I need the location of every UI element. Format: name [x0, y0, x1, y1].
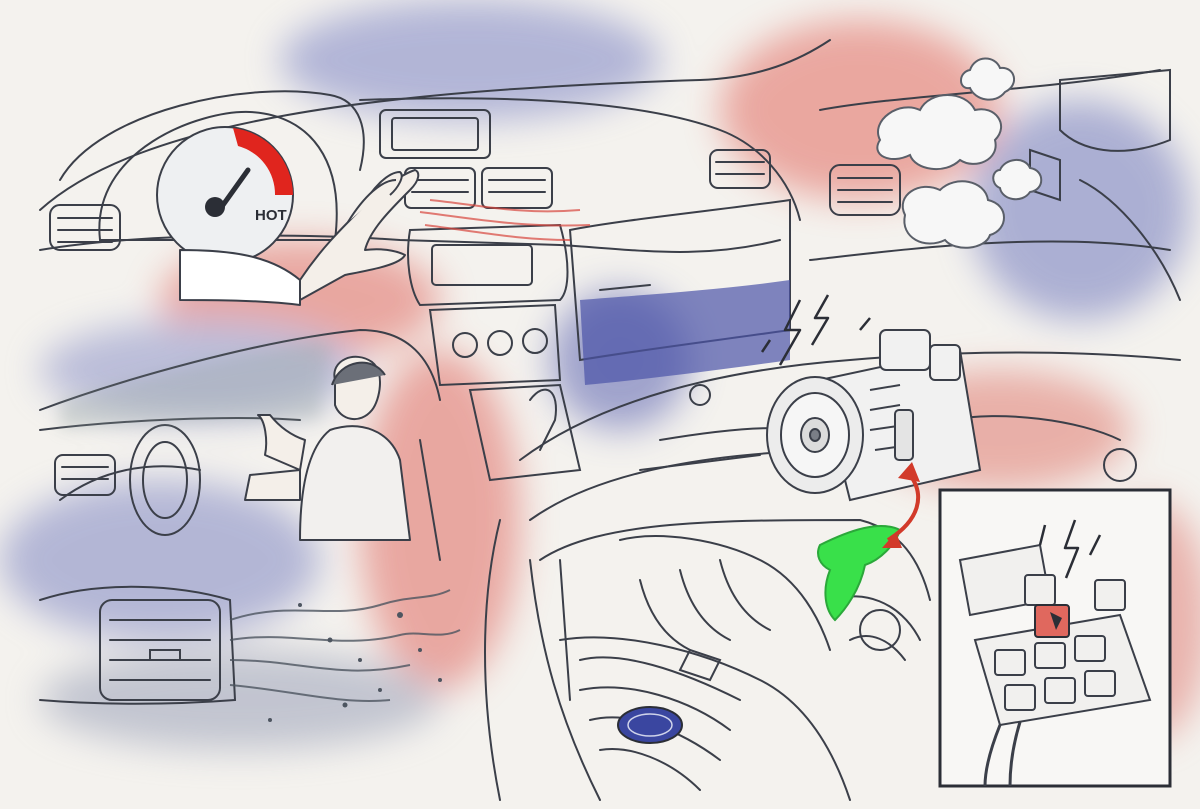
double-arrow-icon: [882, 462, 920, 548]
driver-person: [244, 355, 411, 541]
relay-inset: [938, 488, 1172, 788]
temperature-gauge-icon: HOT: [156, 126, 294, 264]
window-frost: [60, 340, 330, 430]
air-vent-icon: [39, 585, 237, 705]
dust-particles: [268, 603, 442, 722]
grille-badge: [617, 706, 683, 744]
car-interior-driver: [39, 328, 441, 561]
fuse-box: [958, 543, 1152, 727]
hand-icon: [179, 169, 420, 306]
dusty-air-flow: [229, 589, 461, 702]
coolant-leak: [817, 524, 902, 622]
ac-compressor-icon: [766, 329, 982, 502]
relay-spark: [1038, 519, 1102, 579]
relay-cables: [983, 721, 1022, 787]
lightning-bolt-icon: [760, 294, 871, 366]
gauge-hot-label: HOT: [255, 207, 287, 224]
hot-air-streaks: [419, 199, 591, 241]
instrument-cluster: HOT: [98, 110, 338, 264]
steam-cloud-icon: [876, 57, 1043, 249]
relay-icon: [1034, 604, 1070, 638]
glovebox-shadow: [580, 280, 790, 385]
